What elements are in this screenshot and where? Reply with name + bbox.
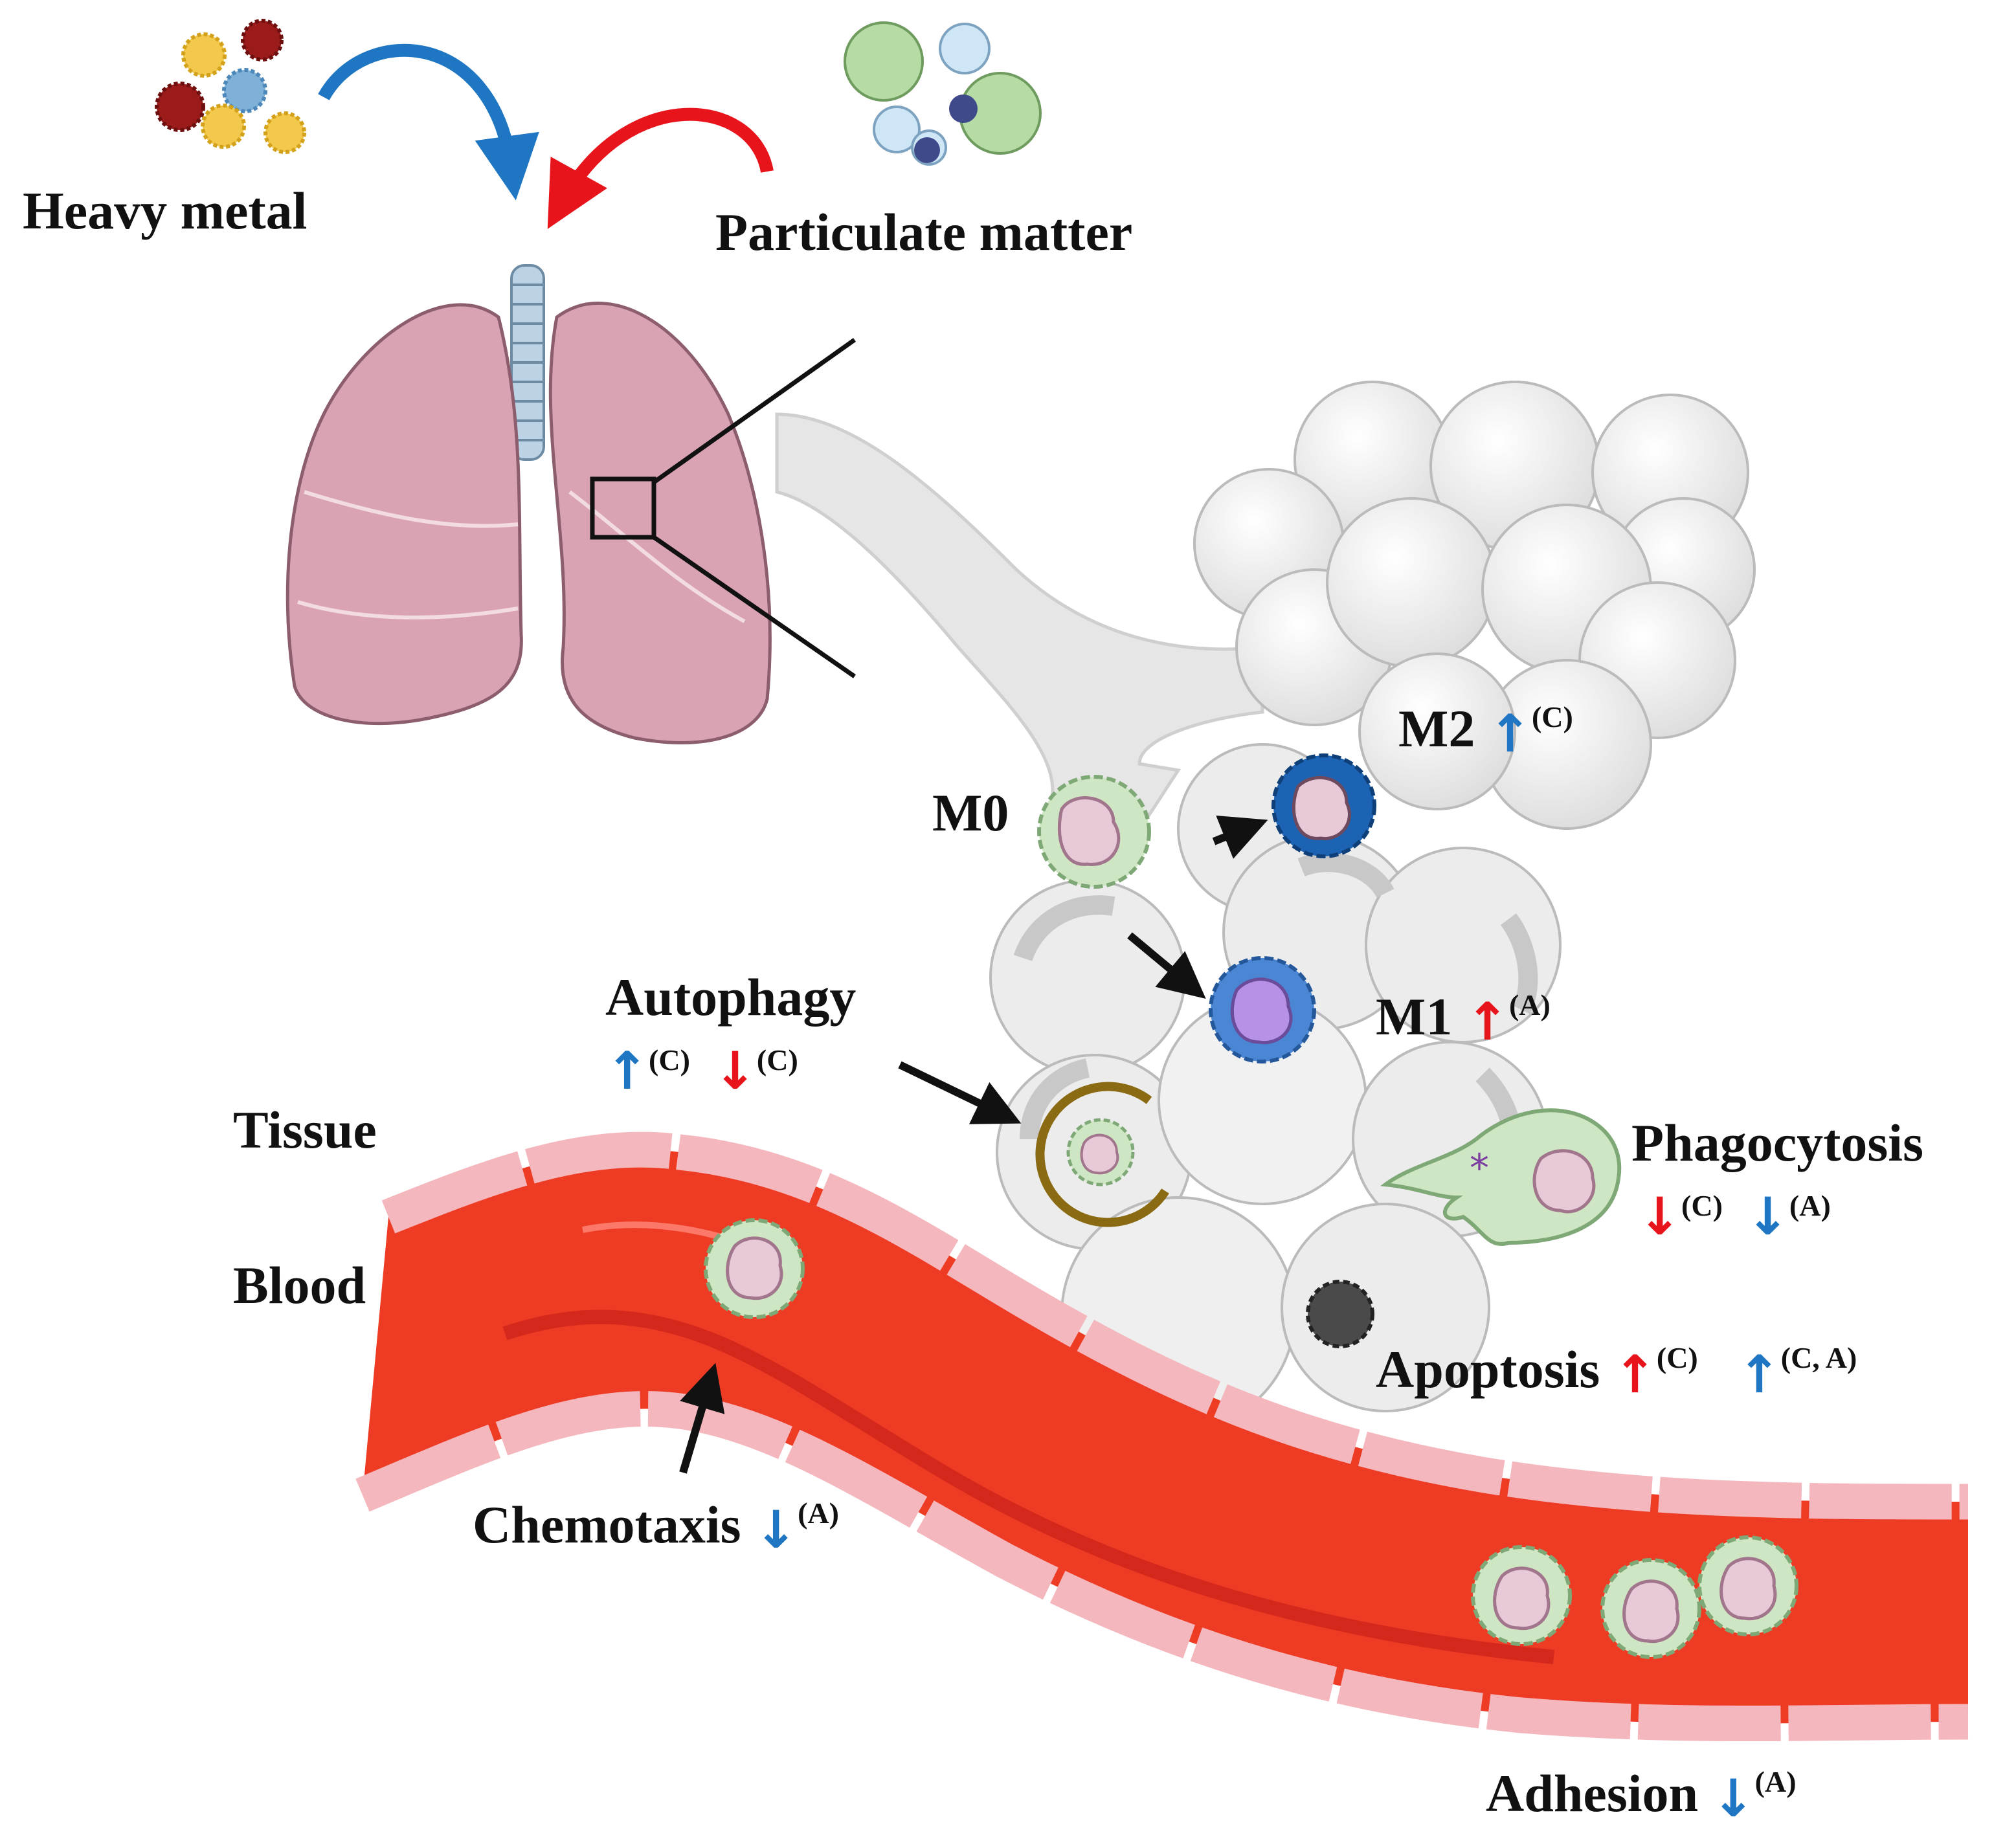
m1-superscript: (A) [1508, 988, 1551, 1021]
chemotaxis-label: Chemotaxis [473, 1495, 741, 1554]
apoptosis-blue-superscript: (C, A) [1780, 1341, 1857, 1374]
autophagy-indicators: ↑(C) ↓(C) [605, 1045, 798, 1097]
m2-indicator: M2 ↑(C) [1398, 702, 1573, 760]
m0-label: M0 [932, 783, 1009, 842]
bronchiole [775, 412, 1264, 857]
autophagy-label: Autophagy [605, 968, 857, 1027]
m2-superscript: (C) [1531, 700, 1573, 733]
chemotaxis-superscript: (A) [798, 1497, 839, 1530]
autophagy-up-superscript: (C) [649, 1043, 690, 1076]
phagocytosis-label: Phagocytosis [1631, 1113, 1923, 1172]
down-arrow-icon: ↓ [713, 1041, 757, 1101]
particulate-matter-arrow [547, 107, 774, 229]
tissue-label: Tissue [233, 1100, 377, 1159]
apoptosis-indicator: Apoptosis ↑(C) ↑(C, A) [1376, 1343, 1857, 1401]
m0-to-m1-arrow [1127, 932, 1206, 999]
heavy-metal-label: Heavy metal [23, 181, 308, 240]
particulate-matter-particles [844, 21, 1042, 166]
svg-text:*: * [1470, 1146, 1489, 1191]
phagocytosis-blue-superscript: (A) [1789, 1189, 1831, 1222]
particulate-matter-label: Particulate matter [715, 203, 1133, 262]
m0-to-m2-arrow [1212, 815, 1268, 859]
adhesion-indicator: Adhesion ↓(A) [1486, 1767, 1797, 1825]
adherent-monocytes [1471, 1535, 1798, 1659]
up-arrow-icon: ↑ [1613, 1344, 1657, 1405]
autophagy-arrow [898, 1061, 1022, 1124]
up-arrow-icon: ↑ [1737, 1344, 1781, 1405]
down-arrow-icon: ↓ [754, 1500, 798, 1561]
macrophage-m2-cell [1271, 753, 1376, 858]
down-arrow-icon: ↓ [1638, 1186, 1682, 1247]
chemotaxis-indicator: Chemotaxis ↓(A) [473, 1498, 839, 1556]
m1-label: M1 [1376, 987, 1453, 1046]
up-arrow-icon: ↑ [605, 1041, 649, 1101]
macrophage-m0-cell [1037, 775, 1151, 889]
apoptotic-cell [1306, 1280, 1374, 1348]
phagocytosis-indicators: ↓(C) ↓(A) [1638, 1191, 1831, 1243]
heavy-metal-particles [155, 19, 306, 154]
blood-label: Blood [233, 1256, 366, 1315]
apoptosis-red-superscript: (C) [1656, 1341, 1698, 1374]
phagocytosing-macrophage: * [1380, 1108, 1622, 1246]
autophagosome-ring [1035, 1082, 1169, 1227]
autophagy-cell [1035, 1082, 1169, 1227]
adhesion-superscript: (A) [1754, 1765, 1797, 1798]
lungs-illustration [286, 264, 857, 744]
up-arrow-icon: ↑ [1465, 992, 1509, 1052]
macrophage-m1-cell [1209, 956, 1316, 1063]
adhesion-label: Adhesion [1486, 1764, 1699, 1823]
autophagy-down-superscript: (C) [756, 1043, 798, 1076]
chemotaxis-arrow [679, 1363, 725, 1474]
m1-indicator: M1 ↑(A) [1376, 990, 1551, 1048]
apoptosis-label: Apoptosis [1376, 1340, 1600, 1399]
phagocytosis-red-superscript: (C) [1681, 1189, 1723, 1222]
down-arrow-icon: ↓ [1711, 1768, 1755, 1829]
blood-monocyte [704, 1218, 805, 1319]
zoom-box [590, 476, 656, 540]
m2-label: M2 [1398, 699, 1475, 758]
heavy-metal-arrow [318, 43, 539, 201]
alveolar-sac-upper [1193, 381, 1756, 830]
down-arrow-icon: ↓ [1745, 1186, 1789, 1247]
up-arrow-icon: ↑ [1488, 704, 1532, 764]
